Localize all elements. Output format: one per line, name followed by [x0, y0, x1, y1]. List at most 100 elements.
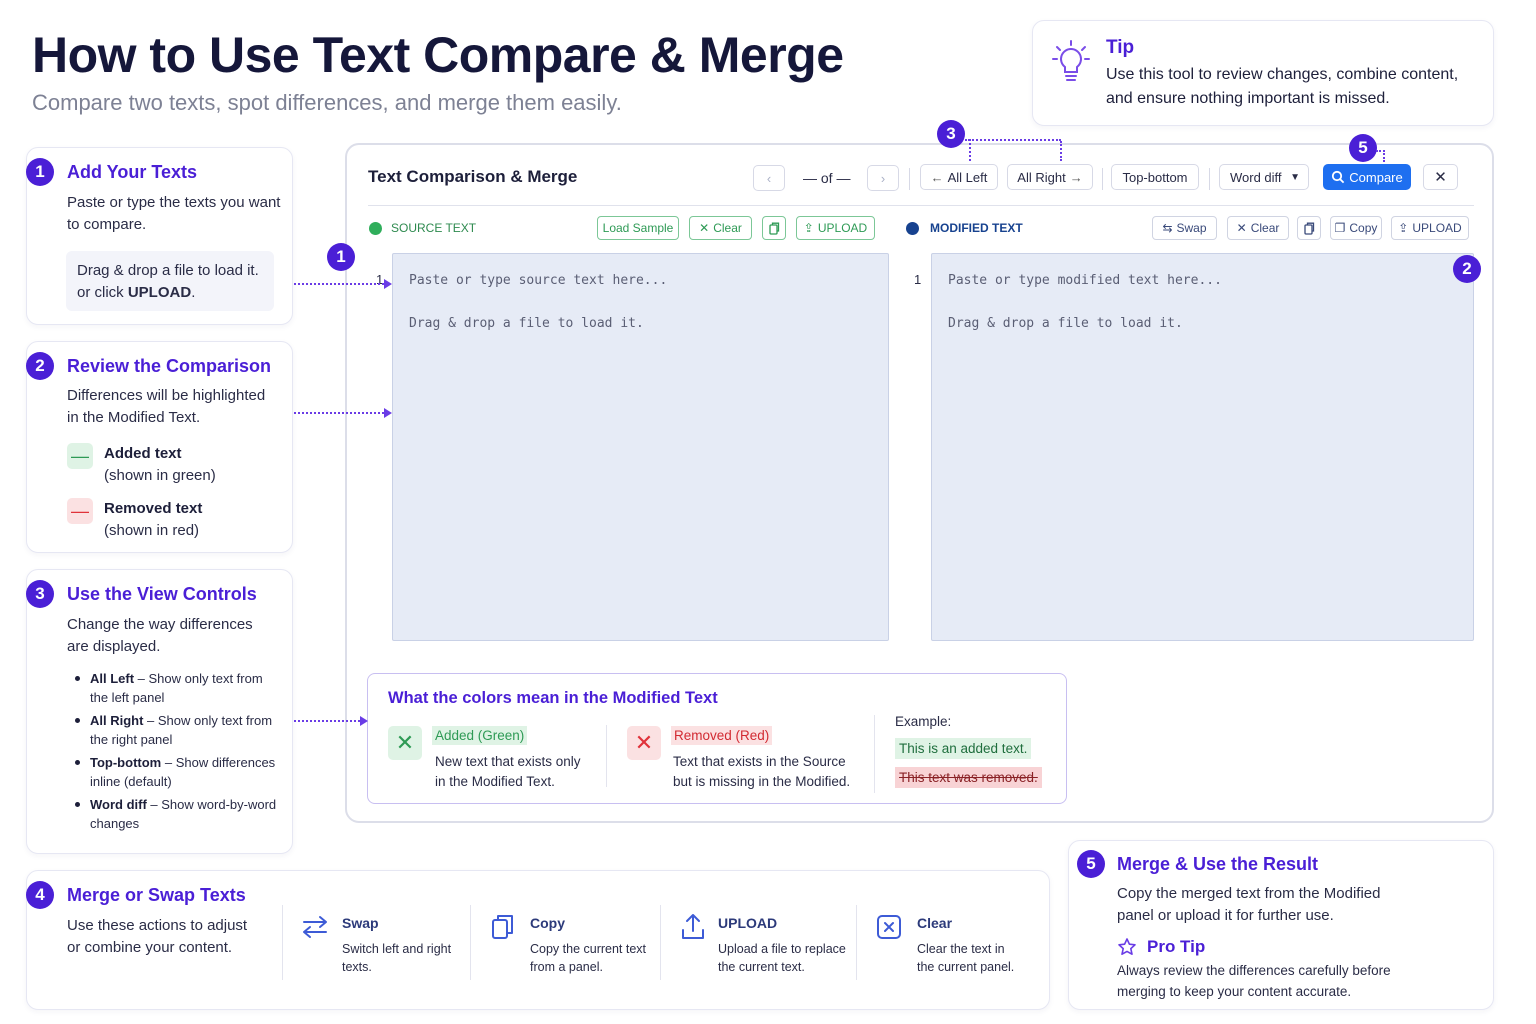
callout-badge-1: 1 [327, 243, 355, 271]
copy-icon: ❐ [1334, 221, 1346, 235]
clear-action-l2: the current panel. [917, 960, 1015, 974]
modified-label: MODIFIED TEXT [930, 221, 1023, 235]
modified-copy-icon-button[interactable] [1297, 216, 1321, 240]
legend-removed-l2: but is missing in the Modified. [673, 774, 851, 789]
swap-icon [300, 914, 330, 940]
removed-x-icon: ✕ [627, 726, 661, 760]
legend-removed-title: Removed (Red) [671, 726, 773, 745]
legend-added-title: Added (Green) [432, 726, 528, 745]
swap-action-title: Swap [342, 915, 379, 931]
removed-minus-icon: — [67, 498, 93, 524]
swap-action-l2: texts. [342, 960, 372, 974]
removed-text-sub: (shown in red) [104, 522, 200, 539]
step-4-title: Merge or Swap Texts [67, 885, 246, 905]
callout-badge-3: 3 [937, 120, 965, 148]
step-2-line-2: in the Modified Text. [67, 409, 201, 426]
step-5-title: Merge & Use the Result [1117, 854, 1319, 874]
copy-action-l2: from a panel. [530, 960, 603, 974]
step-1-title: Add Your Texts [67, 162, 198, 182]
step-2-badge: 2 [26, 352, 54, 380]
pro-tip-line-1: Always review the differences carefully … [1117, 963, 1391, 978]
prev-diff-button[interactable]: ‹ [753, 165, 785, 191]
modified-editor[interactable]: Paste or type modified text here... Drag… [931, 253, 1474, 641]
copy-action-l1: Copy the current text [530, 942, 647, 956]
modified-clear-button[interactable]: ✕Clear [1227, 216, 1289, 240]
source-copy-button[interactable] [762, 216, 786, 240]
step-5-line-1: Copy the merged text from the Modified [1117, 885, 1381, 902]
arrow-right-icon: → [1069, 169, 1083, 185]
list-item: Top-bottom – Show differences inline (de… [66, 753, 284, 791]
clear-action-title: Clear [917, 915, 953, 931]
modified-dot [906, 222, 919, 235]
step-1-line-2: to compare. [67, 216, 147, 233]
close-icon: ✕ [1236, 221, 1247, 235]
top-bottom-button[interactable]: Top-bottom [1111, 164, 1199, 190]
copy-action-title: Copy [530, 915, 565, 931]
upload-icon [680, 912, 706, 942]
upload-icon: ⇪ [1398, 221, 1409, 235]
modified-upload-button[interactable]: ⇪UPLOAD [1391, 216, 1469, 240]
source-dot [369, 222, 382, 235]
legend-added-l1: New text that exists only [435, 754, 581, 769]
pro-tip-title: Pro Tip [1147, 937, 1206, 956]
app-title: Text Comparison & Merge [368, 167, 578, 186]
step-1-badge: 1 [26, 158, 54, 186]
modified-placeholder-2: Drag & drop a file to load it. [948, 316, 1183, 331]
pro-tip-line-2: merging to keep your content accurate. [1117, 984, 1352, 999]
tip-line-2: and ensure nothing important is missed. [1106, 90, 1390, 107]
page-subtitle: Compare two texts, spot differences, and… [32, 90, 622, 115]
upload-action-title: UPLOAD [718, 915, 778, 931]
added-check-icon: ✕ [388, 726, 422, 760]
arrow-left-icon: ← [930, 169, 944, 185]
diff-mode-select[interactable]: Word diff▼ [1219, 164, 1309, 190]
step-4-line-2: or combine your content. [67, 939, 233, 956]
chevron-down-icon: ▼ [1290, 171, 1300, 183]
source-placeholder-2: Drag & drop a file to load it. [409, 316, 644, 331]
search-icon [1332, 170, 1345, 184]
copy-icon [490, 912, 516, 942]
step-4-badge: 4 [26, 881, 54, 909]
close-button[interactable]: ✕ [1423, 164, 1458, 190]
clear-box-icon [876, 914, 902, 940]
dropzone-hint: Drag & drop a file to load it. or click … [66, 251, 274, 311]
example-label: Example: [895, 714, 952, 729]
added-minus-icon: — [67, 443, 93, 469]
callout-badge-5: 5 [1349, 134, 1377, 162]
modified-copy-button[interactable]: ❐Copy [1330, 216, 1382, 240]
source-upload-button[interactable]: ⇪UPLOAD [796, 216, 875, 240]
source-editor[interactable]: Paste or type source text here... Drag &… [392, 253, 889, 641]
source-placeholder-1: Paste or type source text here... [409, 273, 668, 288]
load-sample-button[interactable]: Load Sample [597, 216, 679, 240]
upload-action-l1: Upload a file to replace [718, 942, 846, 956]
diff-counter: — of — [803, 170, 851, 186]
list-item: All Right – Show only text from the righ… [66, 711, 284, 749]
next-diff-button[interactable]: › [867, 165, 899, 191]
all-right-button[interactable]: All Right→ [1007, 164, 1093, 190]
callout-badge-2: 2 [1453, 255, 1481, 283]
step-3-title: Use the View Controls [67, 584, 257, 604]
upload-action-l2: the current text. [718, 960, 805, 974]
all-left-button[interactable]: ←All Left [920, 164, 998, 190]
step-5-card [1068, 840, 1494, 1010]
star-icon [1117, 937, 1137, 957]
source-label: SOURCE TEXT [391, 221, 477, 235]
page-title: How to Use Text Compare & Merge [32, 27, 844, 83]
tip-title: Tip [1106, 37, 1135, 58]
example-added: This is an added text. [895, 738, 1032, 759]
added-text-sub: (shown in green) [104, 467, 216, 484]
swap-action-l1: Switch left and right [342, 942, 452, 956]
source-clear-button[interactable]: ✕Clear [689, 216, 752, 240]
step-1-line-1: Paste or type the texts you want [67, 194, 281, 211]
copy-icon [769, 222, 780, 235]
step-4-line-1: Use these actions to adjust [67, 917, 248, 934]
step-4-card [26, 870, 1050, 1010]
list-item: All Left – Show only text from the left … [66, 669, 284, 707]
dropzone-hint-post: . [191, 284, 196, 301]
upload-icon: ⇪ [803, 221, 814, 235]
list-item: Word diff – Show word-by-word changes [66, 795, 284, 833]
compare-button[interactable]: Compare [1323, 164, 1411, 190]
swap-button[interactable]: ⇆Swap [1152, 216, 1217, 240]
step-3-line-2: are displayed. [67, 638, 161, 655]
legend-removed-l1: Text that exists in the Source [673, 754, 846, 769]
step-3-card [26, 569, 293, 854]
